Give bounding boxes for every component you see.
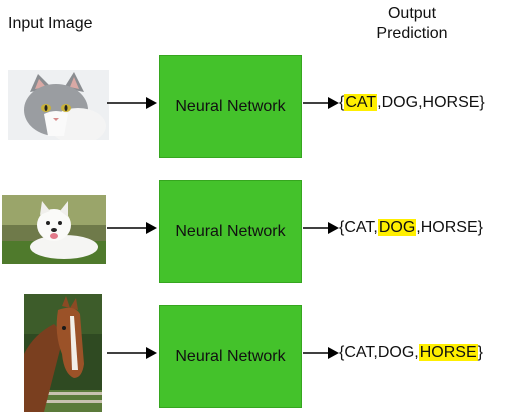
arrow-to-prediction-3 — [303, 347, 339, 359]
prediction-set-1: {CAT,DOG,HORSE} — [339, 93, 485, 113]
arrow-to-prediction-2 — [303, 222, 339, 234]
neural-network-box-3: Neural Network — [159, 305, 302, 408]
brace-open: { — [339, 344, 345, 361]
class-dog: DOG — [381, 94, 419, 111]
class-horse: HORSE — [420, 219, 478, 236]
cat-photo — [8, 70, 109, 140]
input-image-header: Input Image — [8, 15, 93, 32]
comma: , — [418, 94, 423, 111]
comma: , — [373, 219, 378, 236]
arrow-to-prediction-1 — [303, 97, 339, 109]
neural-network-box-2: Neural Network — [159, 180, 302, 283]
prediction-set-2: {CAT,DOG,HORSE} — [339, 218, 483, 238]
neural-network-label: Neural Network — [175, 97, 286, 115]
class-cat: CAT — [344, 344, 374, 361]
class-cat: CAT — [344, 219, 374, 236]
brace-close: } — [477, 344, 483, 361]
brace-open: { — [339, 219, 345, 236]
output-prediction-header: Output Prediction — [362, 4, 462, 44]
class-dog: DOG — [377, 344, 415, 361]
comma: , — [414, 344, 419, 361]
comma: , — [377, 94, 382, 111]
brace-close: } — [477, 219, 483, 236]
arrow-to-network-1 — [107, 97, 157, 109]
output-header-line2: Prediction — [376, 25, 448, 42]
horse-photo — [24, 294, 102, 412]
class-cat-highlighted: CAT — [344, 94, 378, 111]
arrow-to-network-3 — [107, 347, 157, 359]
prediction-set-3: {CAT,DOG,HORSE} — [339, 343, 483, 363]
brace-open: { — [339, 94, 345, 111]
neural-network-label: Neural Network — [175, 222, 286, 240]
comma: , — [416, 219, 421, 236]
neural-network-box-1: Neural Network — [159, 55, 302, 158]
arrow-to-network-2 — [107, 222, 157, 234]
class-horse-highlighted: HORSE — [418, 344, 478, 361]
neural-network-label: Neural Network — [175, 347, 286, 365]
brace-close: } — [479, 94, 485, 111]
comma: , — [373, 344, 378, 361]
class-horse: HORSE — [422, 94, 480, 111]
dog-photo — [2, 195, 106, 264]
class-dog-highlighted: DOG — [377, 219, 417, 236]
output-header-line1: Output — [387, 5, 437, 22]
